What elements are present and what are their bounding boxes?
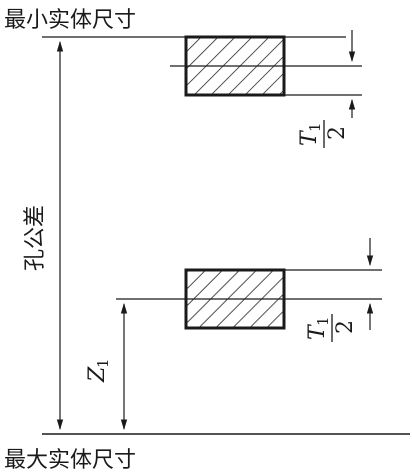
z1-label: Z 1 — [85, 358, 112, 383]
svg-text:1: 1 — [306, 122, 324, 132]
svg-text:T: T — [305, 323, 330, 340]
vertical-label-hole-tolerance: 孔公差 — [23, 205, 48, 271]
upper-t1-half-fraction: T 1 2 — [297, 120, 350, 148]
svg-text:1: 1 — [314, 316, 332, 326]
svg-text:2: 2 — [325, 126, 350, 140]
svg-text:Z: Z — [85, 366, 110, 383]
top-label-min-material-size: 最小实体尺寸 — [4, 8, 136, 33]
bottom-label-max-material-size: 最大实体尺寸 — [4, 448, 136, 473]
svg-text:1: 1 — [94, 358, 112, 368]
svg-text:T: T — [297, 129, 322, 146]
lower-t1-half-fraction: T 1 2 — [305, 314, 358, 342]
svg-text:2: 2 — [333, 320, 358, 334]
